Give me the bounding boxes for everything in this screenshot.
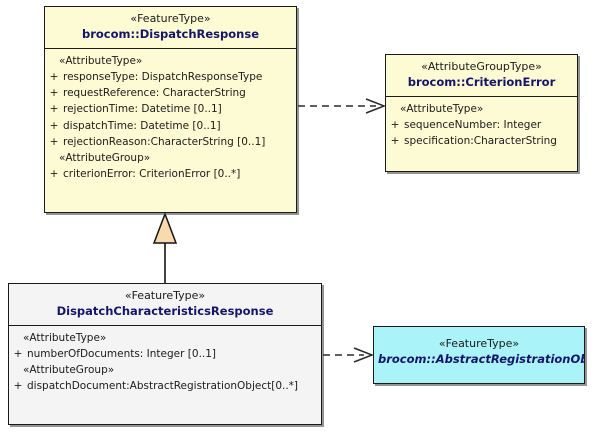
- dependency-dispatch-response-to-criterion-error: [298, 98, 387, 114]
- attribute-text: requestReference: CharacterString: [63, 87, 246, 100]
- attribute-text: criterionError: CriterionError [0..*]: [63, 168, 241, 181]
- visibility-marker: +: [390, 118, 400, 131]
- class-box-dispatch-response[interactable]: «FeatureType» brocom::DispatchResponse «…: [44, 6, 297, 213]
- attribute-text: numberOfDocuments: Integer [0..1]: [27, 347, 217, 360]
- attribute-text: specification:CharacterString: [404, 135, 557, 148]
- class-name: brocom::DispatchResponse: [82, 27, 259, 42]
- visibility-marker: +: [390, 135, 400, 148]
- class-stereotype: «FeatureType»: [130, 12, 211, 25]
- attribute-text: dispatchTime: Datetime [0..1]: [63, 119, 221, 132]
- visibility-marker: +: [13, 380, 23, 393]
- attribute-row: + rejectionReason:CharacterString [0..1]: [45, 134, 296, 150]
- visibility-marker: +: [49, 87, 59, 100]
- generalization-dispatch-characteristics-to-dispatch-response: [152, 211, 178, 283]
- attribute-group-label: «AttributeGroup»: [59, 152, 151, 165]
- class-body: «AttributeType» + numberOfDocuments: Int…: [9, 326, 321, 399]
- class-stereotype: «FeatureType»: [124, 289, 206, 302]
- class-header: «FeatureType» brocom::AbstractRegistrati…: [374, 327, 584, 373]
- visibility-marker: +: [49, 168, 59, 181]
- attribute-row: + requestReference: CharacterString: [45, 85, 296, 101]
- visibility-marker: +: [49, 119, 59, 132]
- attribute-text: rejectionTime: Datetime [0..1]: [63, 103, 222, 116]
- class-body: «AttributeType» + responseType: Dispatch…: [45, 49, 296, 187]
- class-name: brocom::AbstractRegistrationObject: [378, 352, 584, 367]
- class-box-criterion-error[interactable]: «AttributeGroupType» brocom::CriterionEr…: [385, 54, 578, 172]
- class-box-dispatch-characteristics-response[interactable]: «FeatureType» DispatchCharacteristicsRes…: [8, 283, 322, 425]
- class-stereotype: «FeatureType»: [438, 337, 520, 350]
- attribute-text: sequenceNumber: Integer: [404, 118, 542, 131]
- attribute-text: dispatchDocument:AbstractRegistrationObj…: [27, 380, 299, 393]
- attribute-row: + dispatchTime: Datetime [0..1]: [45, 118, 296, 134]
- attribute-group-label: «AttributeType»: [400, 102, 484, 115]
- attribute-row: + responseType: DispatchResponseType: [45, 69, 296, 85]
- visibility-marker: +: [49, 103, 59, 116]
- open-arrowhead-icon: [353, 347, 375, 363]
- attribute-row: + numberOfDocuments: Integer [0..1]: [9, 346, 321, 362]
- attribute-text: responseType: DispatchResponseType: [63, 70, 263, 83]
- attribute-row: + rejectionTime: Datetime [0..1]: [45, 101, 296, 117]
- class-header: «FeatureType» brocom::DispatchResponse: [45, 7, 296, 49]
- hollow-triangle-arrowhead-icon: [152, 211, 178, 244]
- open-arrowhead-icon: [365, 98, 387, 114]
- attribute-group-label: «AttributeType»: [23, 331, 107, 344]
- class-header: «AttributeGroupType» brocom::CriterionEr…: [386, 55, 577, 97]
- class-stereotype: «AttributeGroupType»: [421, 60, 542, 73]
- attribute-row: + criterionError: CriterionError [0..*]: [45, 166, 296, 182]
- class-header: «FeatureType» DispatchCharacteristicsRes…: [9, 284, 321, 326]
- dependency-dispatch-characteristics-to-abstract-registration-object: [323, 347, 375, 363]
- visibility-marker: +: [49, 70, 59, 83]
- attribute-row: + dispatchDocument:AbstractRegistrationO…: [9, 378, 321, 394]
- attribute-group-label: «AttributeType»: [59, 54, 143, 67]
- class-name: brocom::CriterionError: [407, 75, 556, 90]
- attribute-row: + sequenceNumber: Integer: [386, 117, 577, 133]
- visibility-marker: +: [49, 135, 59, 148]
- attribute-group-label: «AttributeGroup»: [23, 364, 115, 377]
- class-box-abstract-registration-object[interactable]: «FeatureType» brocom::AbstractRegistrati…: [373, 326, 585, 384]
- attribute-text: rejectionReason:CharacterString [0..1]: [63, 135, 266, 148]
- class-name: DispatchCharacteristicsResponse: [56, 304, 274, 319]
- visibility-marker: +: [13, 347, 23, 360]
- attribute-row: + specification:CharacterString: [386, 133, 577, 149]
- class-body: «AttributeType» + sequenceNumber: Intege…: [386, 97, 577, 154]
